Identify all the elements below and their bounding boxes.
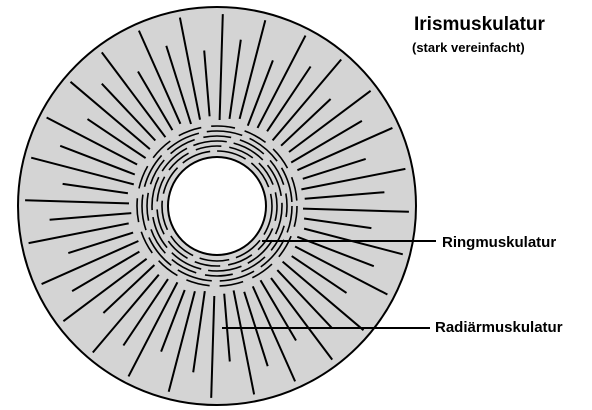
diagram-subtitle: (stark vereinfacht) — [412, 40, 525, 55]
ring-muscle-label: Ringmuskulatur — [442, 234, 556, 251]
diagram-title: Irismuskulatur — [414, 14, 545, 36]
radial-muscle-label: Radiärmuskulatur — [435, 319, 563, 336]
pupil — [168, 157, 266, 255]
